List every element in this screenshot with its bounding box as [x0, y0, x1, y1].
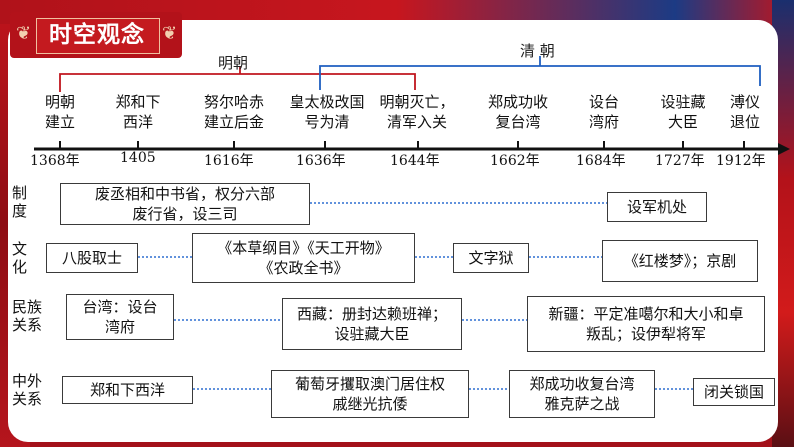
category-foreign: 中外 关系 [12, 372, 43, 408]
event-line: 设驻藏 [660, 93, 706, 111]
page-title: 时空观念 [49, 22, 145, 48]
title-inner [36, 18, 160, 54]
event-item: 郑成功收 复台湾 [478, 92, 558, 132]
event-line: 建立后金 [203, 113, 264, 131]
event-line: 明朝 [44, 93, 75, 111]
connectors [138, 202, 693, 390]
event-line: 号为清 [304, 113, 350, 131]
box-culture-honglou: 《红楼梦》；京剧 [602, 240, 758, 282]
dynasty-ming-label: 明朝 [218, 54, 249, 72]
year-label: 1727年 [655, 153, 705, 169]
title-badge: ❦ ❦ 时空观念 [10, 12, 182, 58]
scroll-ornament-icon: ❦ [162, 23, 178, 44]
box-foreign-closed: 闭关锁国 [693, 378, 775, 406]
box-ethnic-taiwan: 台湾：设台 湾府 [66, 294, 174, 340]
event-line: 退位 [729, 113, 760, 131]
timeline-ticks [59, 141, 745, 149]
event-item: 溥仪 退位 [720, 92, 770, 132]
year-label: 1368年 [30, 153, 80, 169]
event-line: 湾府 [588, 113, 619, 131]
year-label: 1644年 [390, 153, 440, 169]
event-line: 大臣 [667, 113, 698, 131]
box-foreign-taiwan: 郑成功收复台湾 雅克萨之战 [509, 370, 655, 418]
box-culture-wenziyu: 文字狱 [453, 243, 529, 273]
box-foreign-zhenghe: 郑和下西洋 [62, 376, 193, 404]
event-line: 溥仪 [729, 93, 760, 111]
year-label: 1912年 [716, 153, 766, 169]
event-item: 郑和下 西洋 [106, 92, 170, 132]
year-label: 1405 [120, 150, 156, 166]
event-line: 西洋 [122, 113, 153, 131]
box-system-qing: 设军机处 [607, 192, 707, 222]
event-item: 皇太极改国 号为清 [282, 92, 372, 132]
qing-bracket [319, 65, 761, 90]
event-line: 郑和下 [115, 93, 161, 111]
event-line: 复台湾 [495, 113, 541, 131]
event-item: 努尔哈赤 建立后金 [194, 92, 274, 132]
box-foreign-macau: 葡萄牙攫取澳门居住权 戚继光抗倭 [271, 370, 469, 418]
event-line: 努尔哈赤 [203, 93, 264, 111]
box-ethnic-tibet: 西藏：册封达赖班禅； 设驻藏大臣 [282, 298, 462, 350]
box-system-ming: 废丞相和中书省，权分六部 废行省，设三司 [60, 183, 310, 225]
ming-bracket [59, 73, 416, 92]
year-label: 1636年 [296, 153, 346, 169]
event-line: 明朝灭亡， [379, 93, 455, 111]
event-line: 郑成功收 [487, 93, 548, 111]
category-ethnic: 民族 关系 [12, 298, 43, 334]
event-line: 清军入关 [386, 113, 447, 131]
category-system: 制 度 [12, 184, 28, 220]
box-culture-books: 《本草纲目》《天工开物》 《农政全书》 [192, 233, 415, 283]
timeline-arrowhead [778, 143, 790, 155]
year-label: 1684年 [576, 153, 626, 169]
event-line: 设台 [588, 93, 619, 111]
box-culture-bagu: 八股取士 [46, 243, 138, 273]
year-label: 1662年 [490, 153, 540, 169]
dynasty-qing-label: 清 朝 [520, 42, 555, 60]
event-item: 设驻藏 大臣 [648, 92, 718, 132]
category-culture: 文 化 [12, 240, 28, 276]
event-item: 明朝 建立 [30, 92, 90, 132]
event-item: 明朝灭亡， 清军入关 [374, 92, 460, 132]
scroll-ornament-icon: ❦ [16, 23, 32, 44]
box-ethnic-xinjiang: 新疆：平定准噶尔和大小和卓 叛乱；设伊犁将军 [527, 296, 765, 352]
event-item: 设台 湾府 [574, 92, 634, 132]
event-line: 建立 [44, 113, 75, 131]
event-line: 皇太极改国 [289, 93, 365, 111]
year-label: 1616年 [204, 153, 254, 169]
